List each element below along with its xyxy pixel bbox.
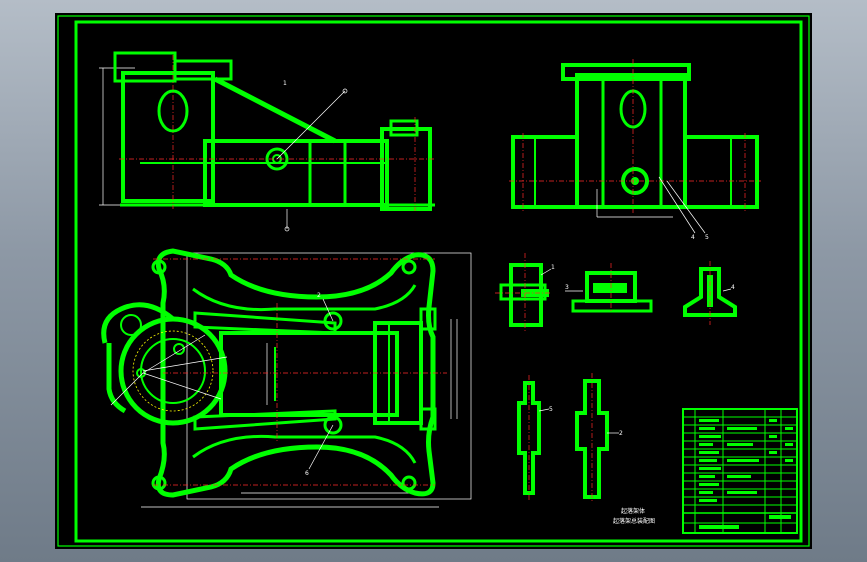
callout-section-b: 3 (565, 284, 569, 291)
drawing-canvas[interactable]: 1 4 5 (55, 13, 812, 549)
callout-plan-hole: 6 (305, 470, 309, 477)
shaft-details[interactable]: 5 2 (517, 373, 623, 503)
title-block-table[interactable] (682, 408, 798, 534)
drawing-title: 起落架体 起落架总装配图 (613, 507, 655, 525)
callout-section-c: 4 (731, 284, 735, 291)
cad-viewport[interactable]: 1 4 5 (55, 13, 812, 549)
plan-view[interactable]: 2 6 (101, 248, 472, 508)
side-view[interactable]: 4 5 (509, 59, 761, 241)
sheet-inner-border (74, 20, 803, 543)
title-line-2: 起落架总装配图 (613, 517, 655, 525)
callout-side-b: 5 (705, 234, 709, 241)
callout-front-part: 1 (283, 80, 287, 87)
callout-section-a: 1 (551, 264, 555, 271)
callout-detail-a: 5 (549, 406, 553, 413)
callout-side-a: 4 (691, 234, 695, 241)
sheet-outer-border (57, 15, 810, 547)
front-view[interactable]: 1 (99, 51, 435, 232)
callout-detail-b: 2 (619, 430, 623, 437)
callout-plan-part: 2 (317, 292, 321, 299)
title-line-1: 起落架体 (621, 507, 645, 515)
section-views[interactable]: 1 3 4 (495, 253, 737, 333)
